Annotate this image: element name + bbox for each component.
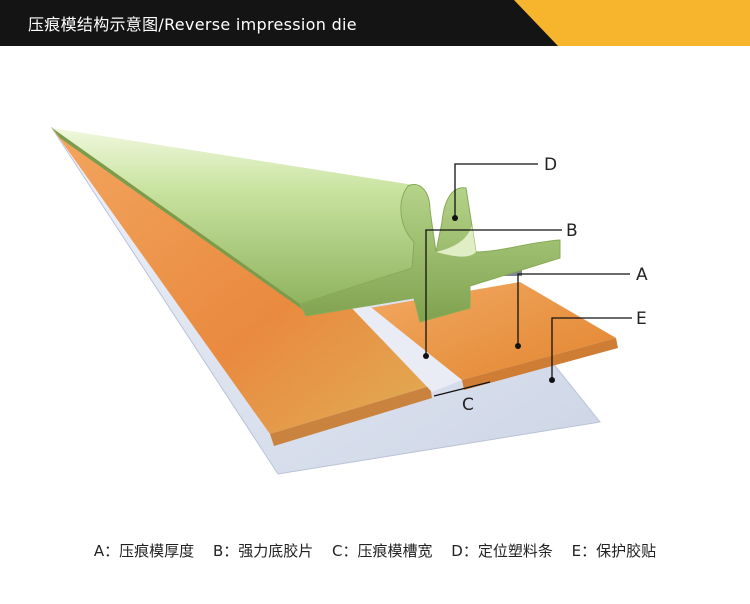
green-profile-body (52, 128, 420, 304)
callout-label-d: D (544, 155, 557, 175)
legend-item-a: A：压痕模厚度 (93, 542, 195, 560)
legend-caption: A：压痕模厚度 B：强力底胶片 C：压痕模槽宽 D：定位塑料条 E：保护胶贴 (0, 540, 750, 561)
callout-dot-d (452, 215, 458, 221)
page-title: 压痕模结构示意图/Reverse impression die (28, 15, 357, 34)
green-profile-highlight (436, 226, 476, 257)
groove-gap (344, 300, 462, 392)
left-orange-strip (52, 128, 430, 434)
legend-item-e: E：保护胶贴 (571, 542, 657, 560)
callout-line-c (433, 381, 491, 397)
callout-line-d (454, 163, 538, 218)
callout-label-c: C (462, 395, 474, 415)
callout-dot-e (549, 377, 555, 383)
left-strip-edge (270, 386, 432, 446)
callout-line-a (517, 273, 630, 346)
callout-label-a: A (636, 265, 648, 285)
die-diagram: D B A E C (50, 126, 648, 475)
callout-line-b (425, 229, 562, 356)
legend-item-c: C：压痕模槽宽 (332, 542, 433, 560)
legend-item-b: B：强力底胶片 (212, 542, 314, 560)
green-profile-end-face (299, 184, 561, 323)
legend-item-d: D：定位塑料条 (451, 542, 553, 560)
callout-line-e (551, 317, 632, 380)
callout-dot-a (515, 343, 521, 349)
callout-label-b: B (566, 221, 578, 241)
header-bar: 压痕模结构示意图/Reverse impression die (0, 0, 750, 46)
callout-label-e: E (636, 309, 647, 329)
green-profile-underside (52, 128, 306, 312)
right-strip-edge (462, 338, 618, 390)
header-accent-stripe (514, 0, 750, 46)
callout-dot-b (423, 353, 429, 359)
